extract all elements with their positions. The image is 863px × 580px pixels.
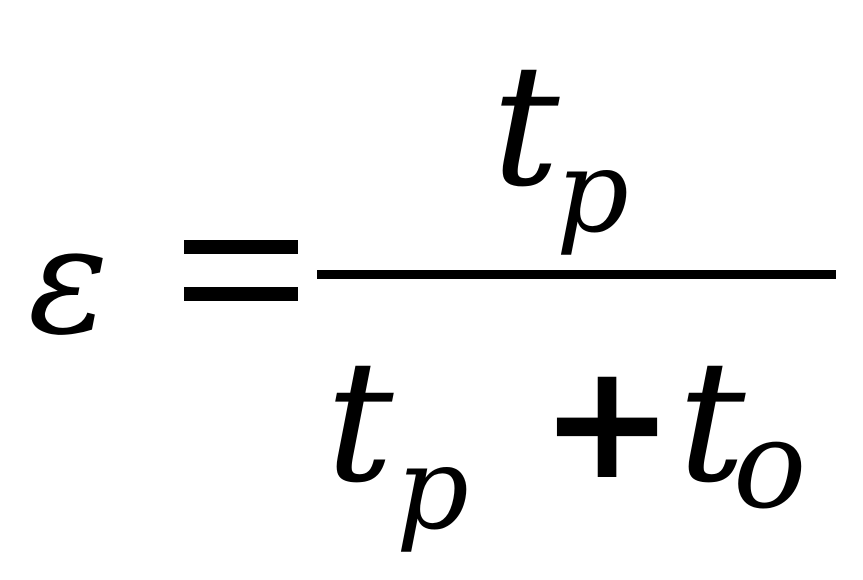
fraction-bar <box>317 270 836 279</box>
denominator-subscript-o: o <box>733 394 807 536</box>
plus-operator: + <box>540 328 675 515</box>
denominator-variable-t-2: t <box>678 324 746 520</box>
equals-sign-top-bar <box>184 240 298 254</box>
numerator-subscript-p: p <box>556 125 629 258</box>
epsilon-symbol: ε <box>28 194 109 368</box>
denominator-subscript-p: p <box>396 422 469 555</box>
equals-sign-bottom-bar <box>184 287 298 301</box>
denominator-variable-t-1: t <box>326 324 394 520</box>
numerator-variable-t: t <box>492 28 560 224</box>
